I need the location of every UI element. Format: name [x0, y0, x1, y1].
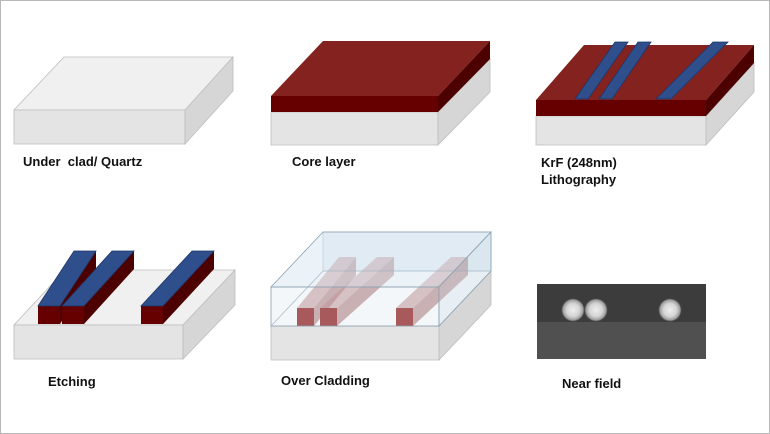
etched-ridge-2 [61, 250, 135, 324]
clad-core-front-2 [320, 308, 337, 326]
resist-stripe-1 [574, 41, 629, 100]
label-under-clad: Under clad/ Quartz [23, 154, 143, 169]
etched-ridge-3 [140, 250, 215, 324]
label-etching: Etching [48, 374, 96, 389]
near-field-image [537, 284, 706, 359]
mode-spot-3 [658, 298, 682, 322]
clad-core-front-3 [396, 308, 413, 326]
over-cladding-stack [270, 230, 492, 362]
lithography-stack [535, 41, 755, 147]
label-lithography-line1: KrF (248nm) [541, 155, 617, 170]
mode-spot-2 [584, 298, 608, 322]
etching-stack [13, 250, 236, 360]
clad-core-front-1 [297, 308, 314, 326]
label-lithography-line2: Lithography [541, 172, 617, 187]
core-layer-stack [270, 41, 491, 146]
resist-stripe-2 [598, 41, 652, 100]
label-over-cladding: Over Cladding [281, 373, 370, 388]
under-clad-substrate [13, 55, 234, 146]
resist-stripe-3 [655, 41, 729, 100]
label-near-field: Near field [562, 376, 622, 391]
label-core-layer: Core layer [292, 154, 356, 169]
mode-spot-1 [561, 298, 585, 322]
